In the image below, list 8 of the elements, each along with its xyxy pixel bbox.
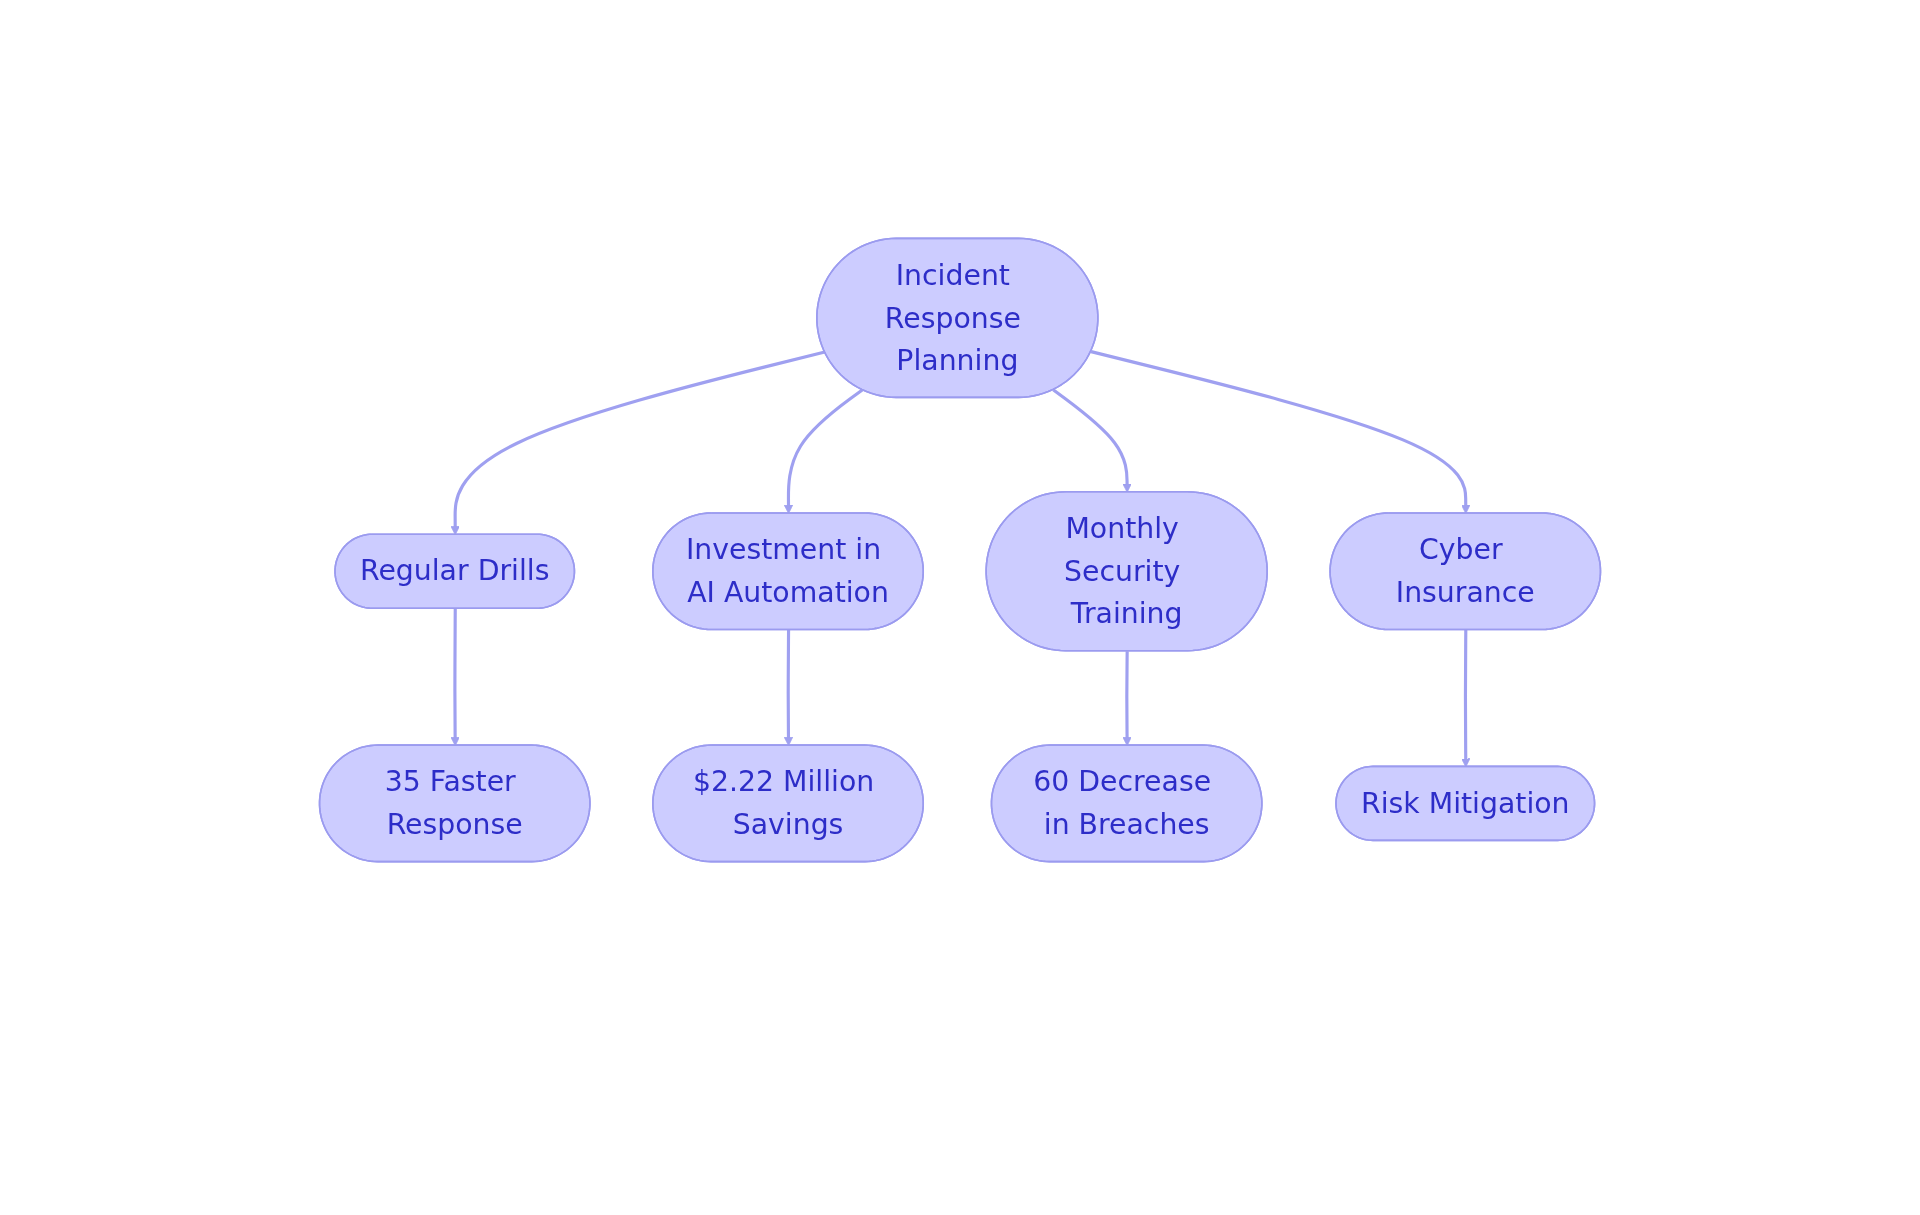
arrow [450,350,826,536]
arrow [783,388,864,514]
arrow [1461,630,1471,768]
arrow [1090,350,1471,514]
arrow [1052,388,1132,493]
arrow [450,608,460,747]
arrow [783,630,794,747]
arrow [1122,651,1132,747]
